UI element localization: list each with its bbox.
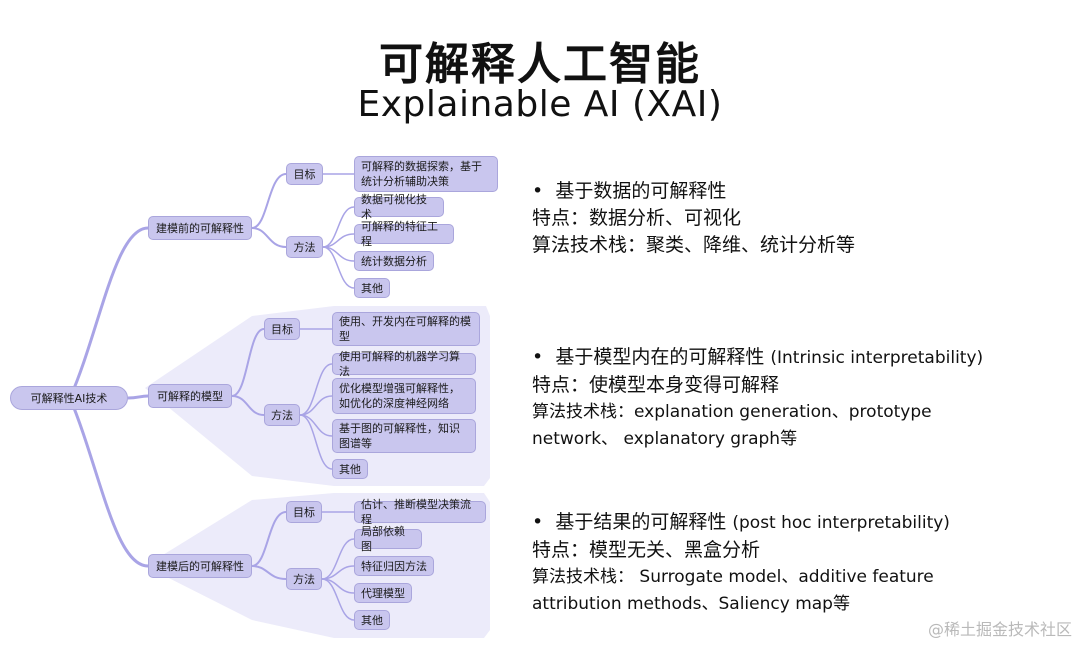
link-b3-method [251,565,287,580]
link-b2-m4 [299,414,333,470]
link-b3-m1 [321,538,355,580]
method-node-post-modeling: 方法 [286,568,322,590]
link-b2-goal [231,328,265,397]
link-root-branch1 [68,226,149,399]
link-root-branch3 [68,397,149,568]
note-heading-english: (post hoc interpretability) [732,513,950,533]
note-stack: 算法技术栈：explanation generation、prototype [532,402,932,422]
link-b1-method [251,227,287,248]
link-b2-m1 [299,363,333,416]
note-heading: • 基于结果的可解释性 (post hoc interpretability) [532,509,950,537]
branch-node-post-modeling: 建模后的可解释性 [148,554,252,578]
page-title-english: Explainable AI (XAI) [357,84,723,125]
note-heading-text: 基于数据的可解释性 [555,180,727,202]
note-heading-text: 基于结果的可解释性 [555,511,727,533]
note-stack-continued: network、 explanatory graph等 [532,429,798,449]
method-leaf-surrogate-model: 代理模型 [354,583,412,603]
goal-node-pre-modeling: 目标 [286,163,323,185]
goal-node-post-modeling: 目标 [286,501,322,523]
method-leaf-feature-attribution: 特征归因方法 [354,556,434,576]
note-stack: 算法技术栈： Surrogate model、additive feature [532,567,934,587]
link-b1-m4 [322,246,355,289]
goal-leaf-interpretable-model: 使用、开发内在可解释的模型 [332,312,480,346]
note-feature: 特点：模型无关、黑盒分析 [532,539,761,561]
bullet-icon: • [532,511,544,533]
method-leaf-other: 其他 [354,610,390,630]
method-leaf-other: 其他 [354,278,390,298]
link-b3-m4 [321,578,355,621]
link-root-branch2 [127,394,149,400]
note-heading: • 基于数据的可解释性 [532,178,855,205]
method-node-pre-modeling: 方法 [286,236,323,258]
note-feature: 特点：数据分析、可视化 [532,207,742,229]
method-leaf-feature-engineering: 可解释的特征工程 [354,220,454,248]
goal-node-interpretable-model: 目标 [264,318,300,340]
note-stack-continued: attribution methods、Saliency map等 [532,594,850,614]
link-b1-m1 [322,206,355,248]
watermark: @稀土掘金技术社区 [927,620,1072,639]
goal-leaf-post-modeling: 估计、推断模型决策流程 [354,498,486,526]
method-leaf-partial-dependence: 局部依赖图 [354,525,422,553]
note-stack: 算法技术栈：聚类、降维、统计分析等 [532,234,856,256]
goal-leaf-pre-modeling: 可解释的数据探索，基于统计分析辅助决策 [354,156,498,192]
note-heading-english: (Intrinsic interpretability) [770,348,984,368]
note-block-post-hoc: • 基于结果的可解释性 (post hoc interpretability) … [532,509,950,618]
note-heading: • 基于模型内在的可解释性 (Intrinsic interpretabilit… [532,344,983,372]
branch-node-pre-modeling: 建模前的可解释性 [148,216,252,240]
link-b2-m2 [299,395,333,416]
link-b1-goal [251,173,287,229]
branch-node-interpretable-model: 可解释的模型 [148,384,232,408]
method-node-interpretable-model: 方法 [264,404,300,426]
bullet-icon: • [532,346,544,368]
method-leaf-other: 其他 [332,459,368,479]
page-title-chinese: 可解释人工智能 [379,39,701,90]
method-leaf-statistical-analysis: 统计数据分析 [354,251,434,271]
note-heading-text: 基于模型内在的可解释性 [555,346,765,368]
link-b3-goal [251,511,287,567]
note-block-data: • 基于数据的可解释性 特点：数据分析、可视化 算法技术栈：聚类、降维、统计分析… [532,178,855,259]
method-leaf-data-visualization: 数据可视化技术 [354,193,444,221]
note-feature: 特点：使模型本身变得可解释 [532,374,780,396]
bullet-icon: • [532,180,544,202]
note-block-model: • 基于模型内在的可解释性 (Intrinsic interpretabilit… [532,344,983,453]
method-leaf-graph-based: 基于图的可解释性，知识图谱等 [332,419,476,453]
root-node: 可解释性AI技术 [10,386,128,410]
method-leaf-optimized-dnn: 优化模型增强可解释性，如优化的深度神经网络 [332,378,476,414]
link-b2-method [231,395,265,416]
method-leaf-interpretable-ml: 使用可解释的机器学习算法 [332,350,476,378]
